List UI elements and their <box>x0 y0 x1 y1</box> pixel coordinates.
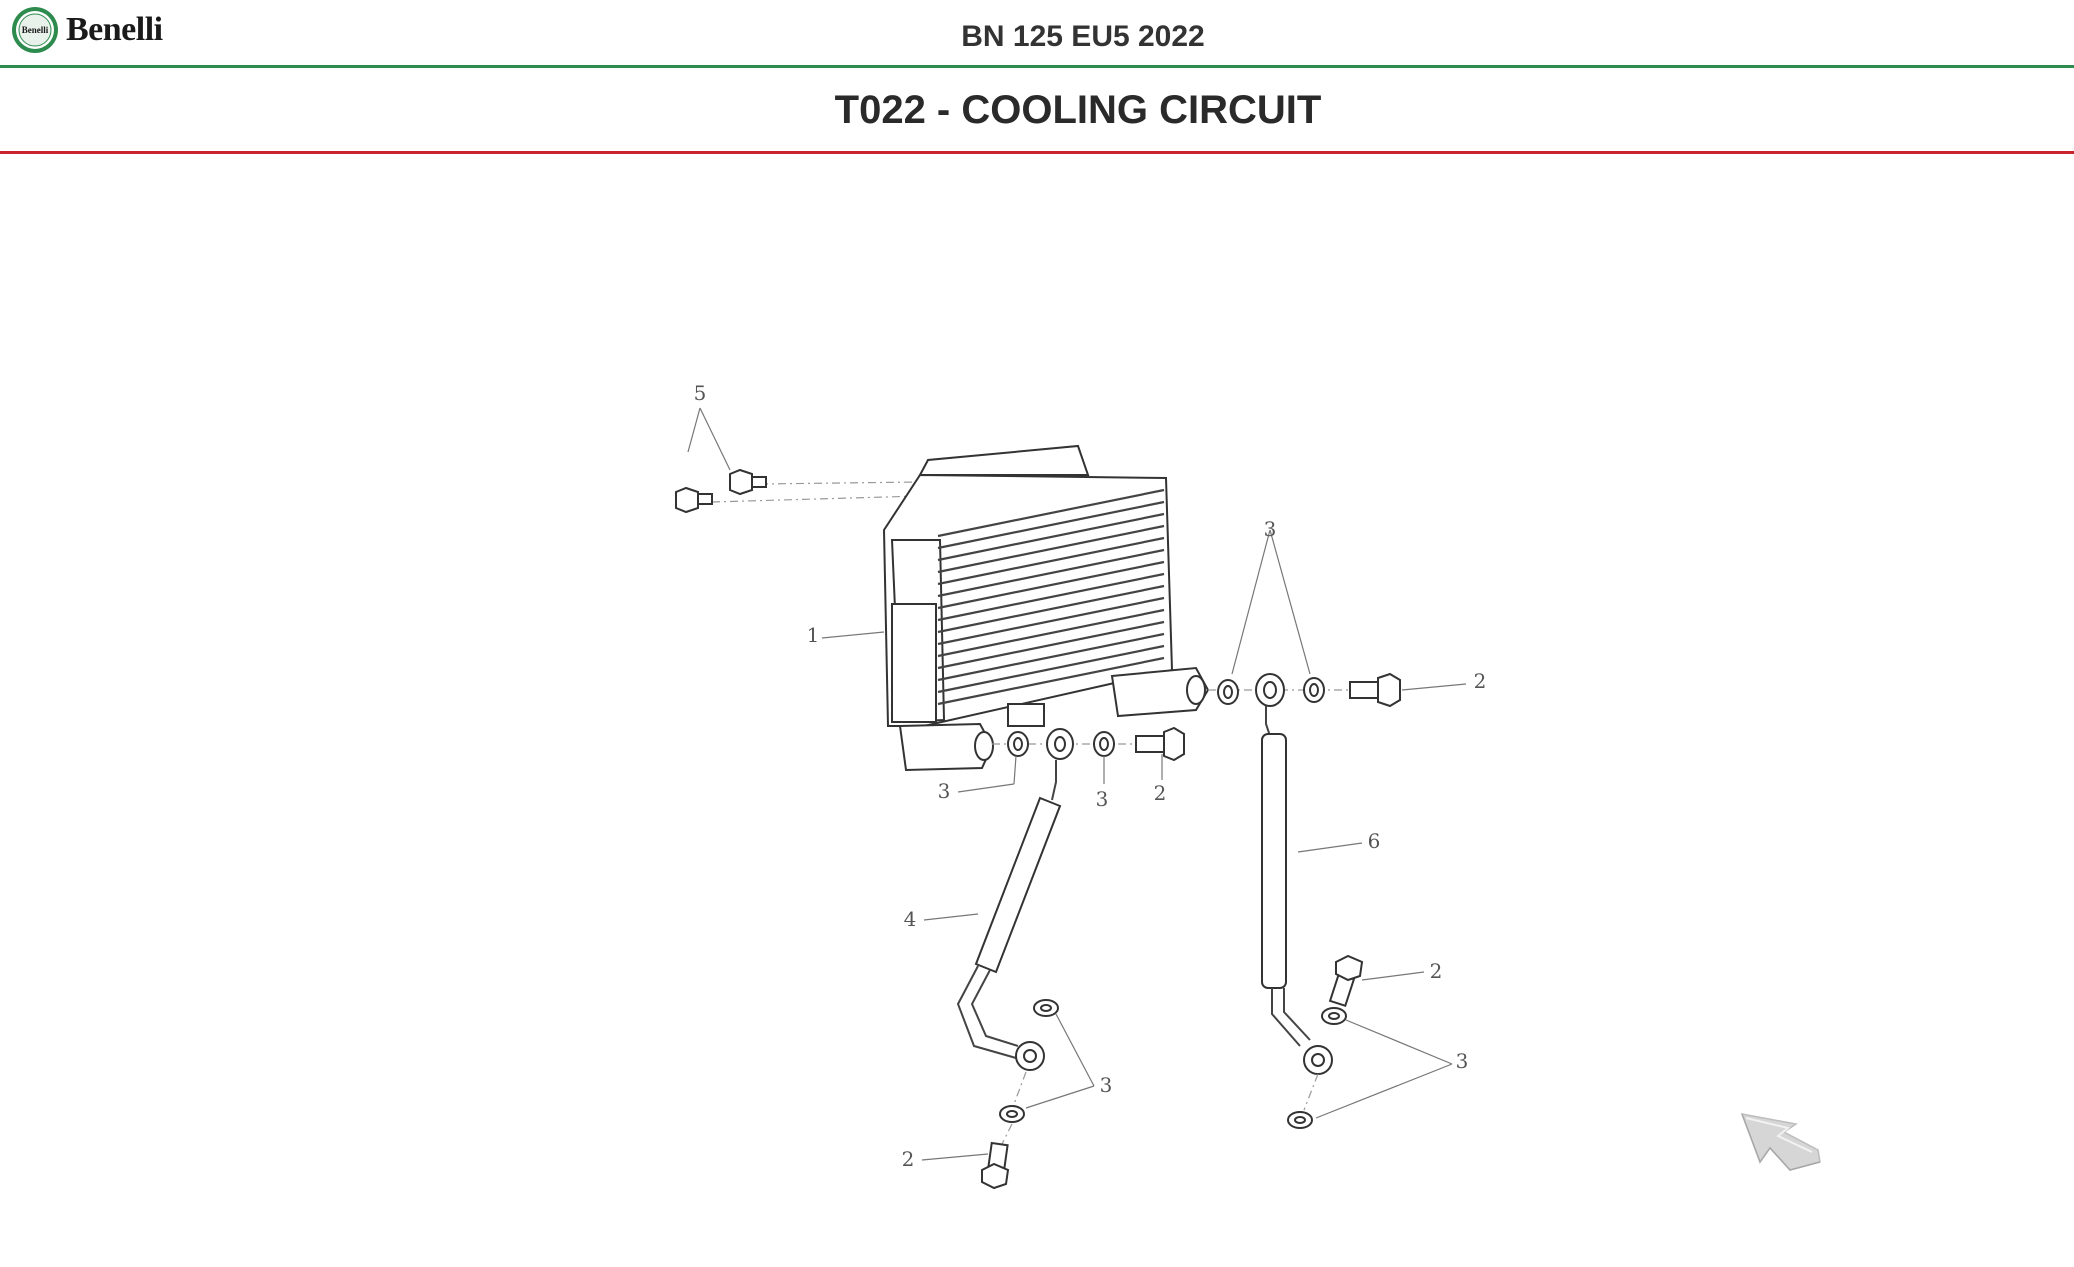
callout-3-top[interactable]: 3 <box>1264 517 1277 541</box>
brand-name: Benelli <box>66 11 163 48</box>
callout-6[interactable]: 6 <box>1368 829 1381 853</box>
part-1-oil-cooler[interactable] <box>821 444 1210 772</box>
lower-left-fittings[interactable] <box>921 999 1095 1190</box>
callout-2-bottom[interactable]: 2 <box>902 1147 915 1171</box>
badge-text: Benelli <box>22 25 49 35</box>
callout-3-lower-left[interactable]: 3 <box>1100 1073 1113 1097</box>
part-5-bolts[interactable] <box>675 407 921 514</box>
callout-3-left[interactable]: 3 <box>938 779 951 803</box>
benelli-logo[interactable]: Benelli Benelli <box>10 2 163 58</box>
cooler-fins <box>937 488 1165 706</box>
callout-4[interactable]: 4 <box>904 907 917 931</box>
header: Benelli Benelli BN 125 EU5 2022 <box>0 0 2074 68</box>
model-name: BN 125 EU5 2022 <box>961 20 1205 53</box>
right-banjo-fitting[interactable] <box>1208 529 1467 708</box>
part-6-right-hose[interactable] <box>1261 706 1363 1075</box>
callout-2-lower-right[interactable]: 2 <box>1430 959 1443 983</box>
callout-3-mid[interactable]: 3 <box>1096 787 1109 811</box>
middle-banjo-fitting[interactable] <box>957 726 1185 793</box>
part-4-left-hose[interactable] <box>923 760 1062 1071</box>
callout-2-mid[interactable]: 2 <box>1154 781 1167 805</box>
callout-3-lower-right[interactable]: 3 <box>1456 1049 1469 1073</box>
callout-1[interactable]: 1 <box>807 623 820 647</box>
exploded-parts-diagram: 5 1 3 2 3 3 2 6 4 2 3 3 2 <box>675 381 1821 1190</box>
lower-right-fittings[interactable] <box>1287 954 1453 1129</box>
callout-5[interactable]: 5 <box>694 381 707 405</box>
page-title: T022 - COOLING CIRCUIT <box>834 88 1322 132</box>
next-arrow-icon[interactable] <box>1740 1113 1821 1171</box>
title-band: T022 - COOLING CIRCUIT <box>0 68 2074 154</box>
benelli-badge-icon: Benelli <box>12 7 58 53</box>
callout-2-right[interactable]: 2 <box>1474 669 1487 693</box>
